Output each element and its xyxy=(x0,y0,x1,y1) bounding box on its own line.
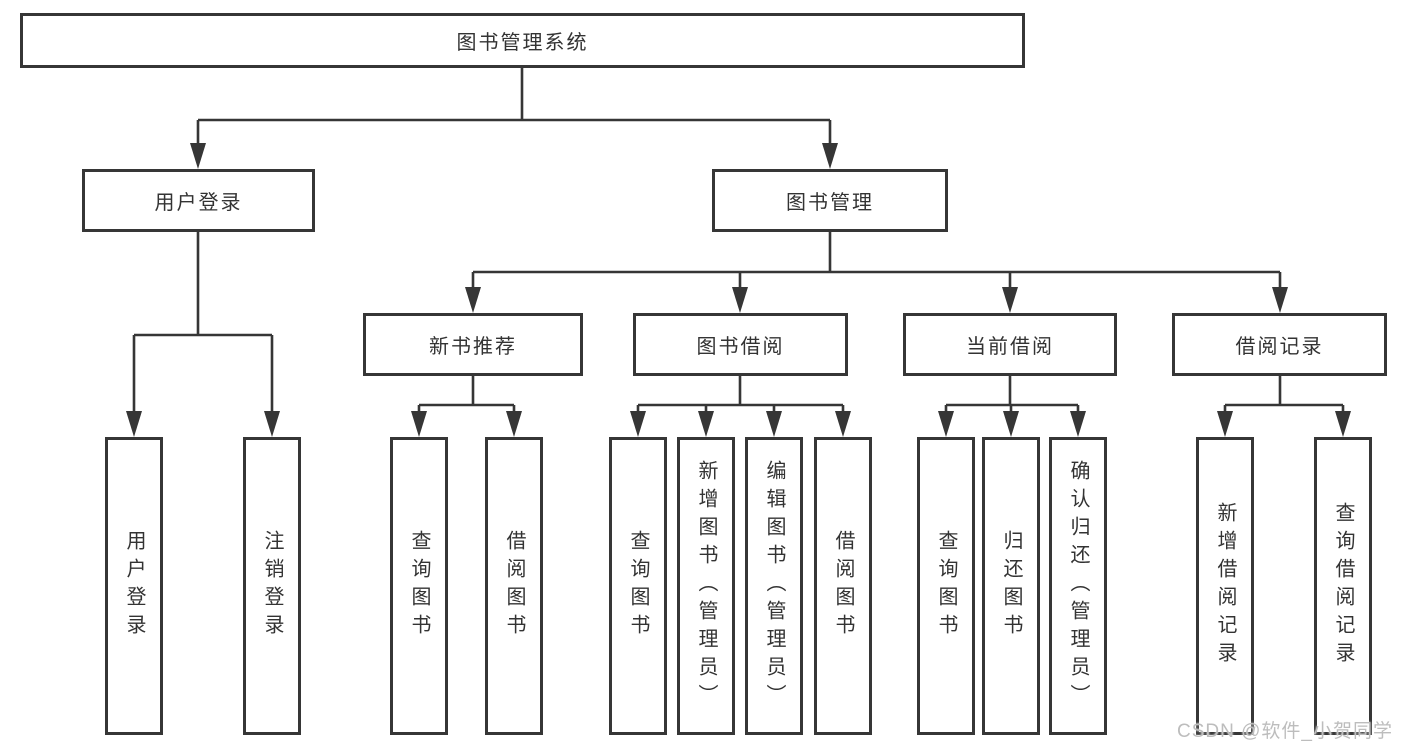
node-query-books-2: 查询图书 xyxy=(609,437,667,735)
node-new-book-recommend: 新书推荐 xyxy=(363,313,583,376)
node-book-borrowing: 图书借阅 xyxy=(633,313,848,376)
node-query-books-3: 查询图书 xyxy=(917,437,975,735)
node-user-login-leaf: 用户登录 xyxy=(105,437,163,735)
node-label: 查询借阅记录 xyxy=(1332,502,1354,670)
node-book-management: 图书管理 xyxy=(712,169,948,232)
node-label: 注销登录 xyxy=(261,530,283,642)
node-label: 查询图书 xyxy=(627,530,649,642)
node-label: 查询图书 xyxy=(408,530,430,642)
node-borrow-books-2: 借阅图书 xyxy=(814,437,872,735)
csdn-watermark: CSDN @软件_小贺同学 xyxy=(1177,721,1393,742)
node-label: 新书推荐 xyxy=(429,336,517,358)
node-edit-books: 编辑图书（管理员） xyxy=(745,437,803,735)
node-label: 用户登录 xyxy=(154,192,243,214)
node-query-books-1: 查询图书 xyxy=(390,437,448,735)
node-label: 借阅记录 xyxy=(1235,336,1324,358)
node-label: 图书管理 xyxy=(786,192,874,214)
node-add-books: 新增图书（管理员） xyxy=(677,437,735,735)
node-label: 查询图书 xyxy=(935,530,957,642)
node-borrow-books-1: 借阅图书 xyxy=(485,437,543,735)
node-confirm-return: 确认归还（管理员） xyxy=(1049,437,1107,735)
node-current-borrowing: 当前借阅 xyxy=(903,313,1117,376)
node-logout-leaf: 注销登录 xyxy=(243,437,301,735)
node-return-books: 归还图书 xyxy=(982,437,1040,735)
node-label: 借阅图书 xyxy=(503,530,525,642)
node-add-borrow-record: 新增借阅记录 xyxy=(1196,437,1254,735)
node-label: 新增图书（管理员） xyxy=(695,460,717,712)
node-label: 新增借阅记录 xyxy=(1214,502,1236,670)
node-user-login-group: 用户登录 xyxy=(82,169,315,232)
node-label: 编辑图书（管理员） xyxy=(763,460,785,712)
node-query-borrow-record: 查询借阅记录 xyxy=(1314,437,1372,735)
node-label: 图书管理系统 xyxy=(456,32,589,54)
node-label: 借阅图书 xyxy=(832,530,854,642)
node-label: 归还图书 xyxy=(1000,530,1022,642)
node-label: 图书借阅 xyxy=(696,336,785,358)
node-library-management-system: 图书管理系统 xyxy=(20,13,1025,68)
node-label: 确认归还（管理员） xyxy=(1067,460,1089,712)
node-borrowing-records: 借阅记录 xyxy=(1172,313,1387,376)
node-label: 当前借阅 xyxy=(966,336,1054,358)
arrowheads xyxy=(126,143,1351,437)
node-label: 用户登录 xyxy=(123,530,145,642)
